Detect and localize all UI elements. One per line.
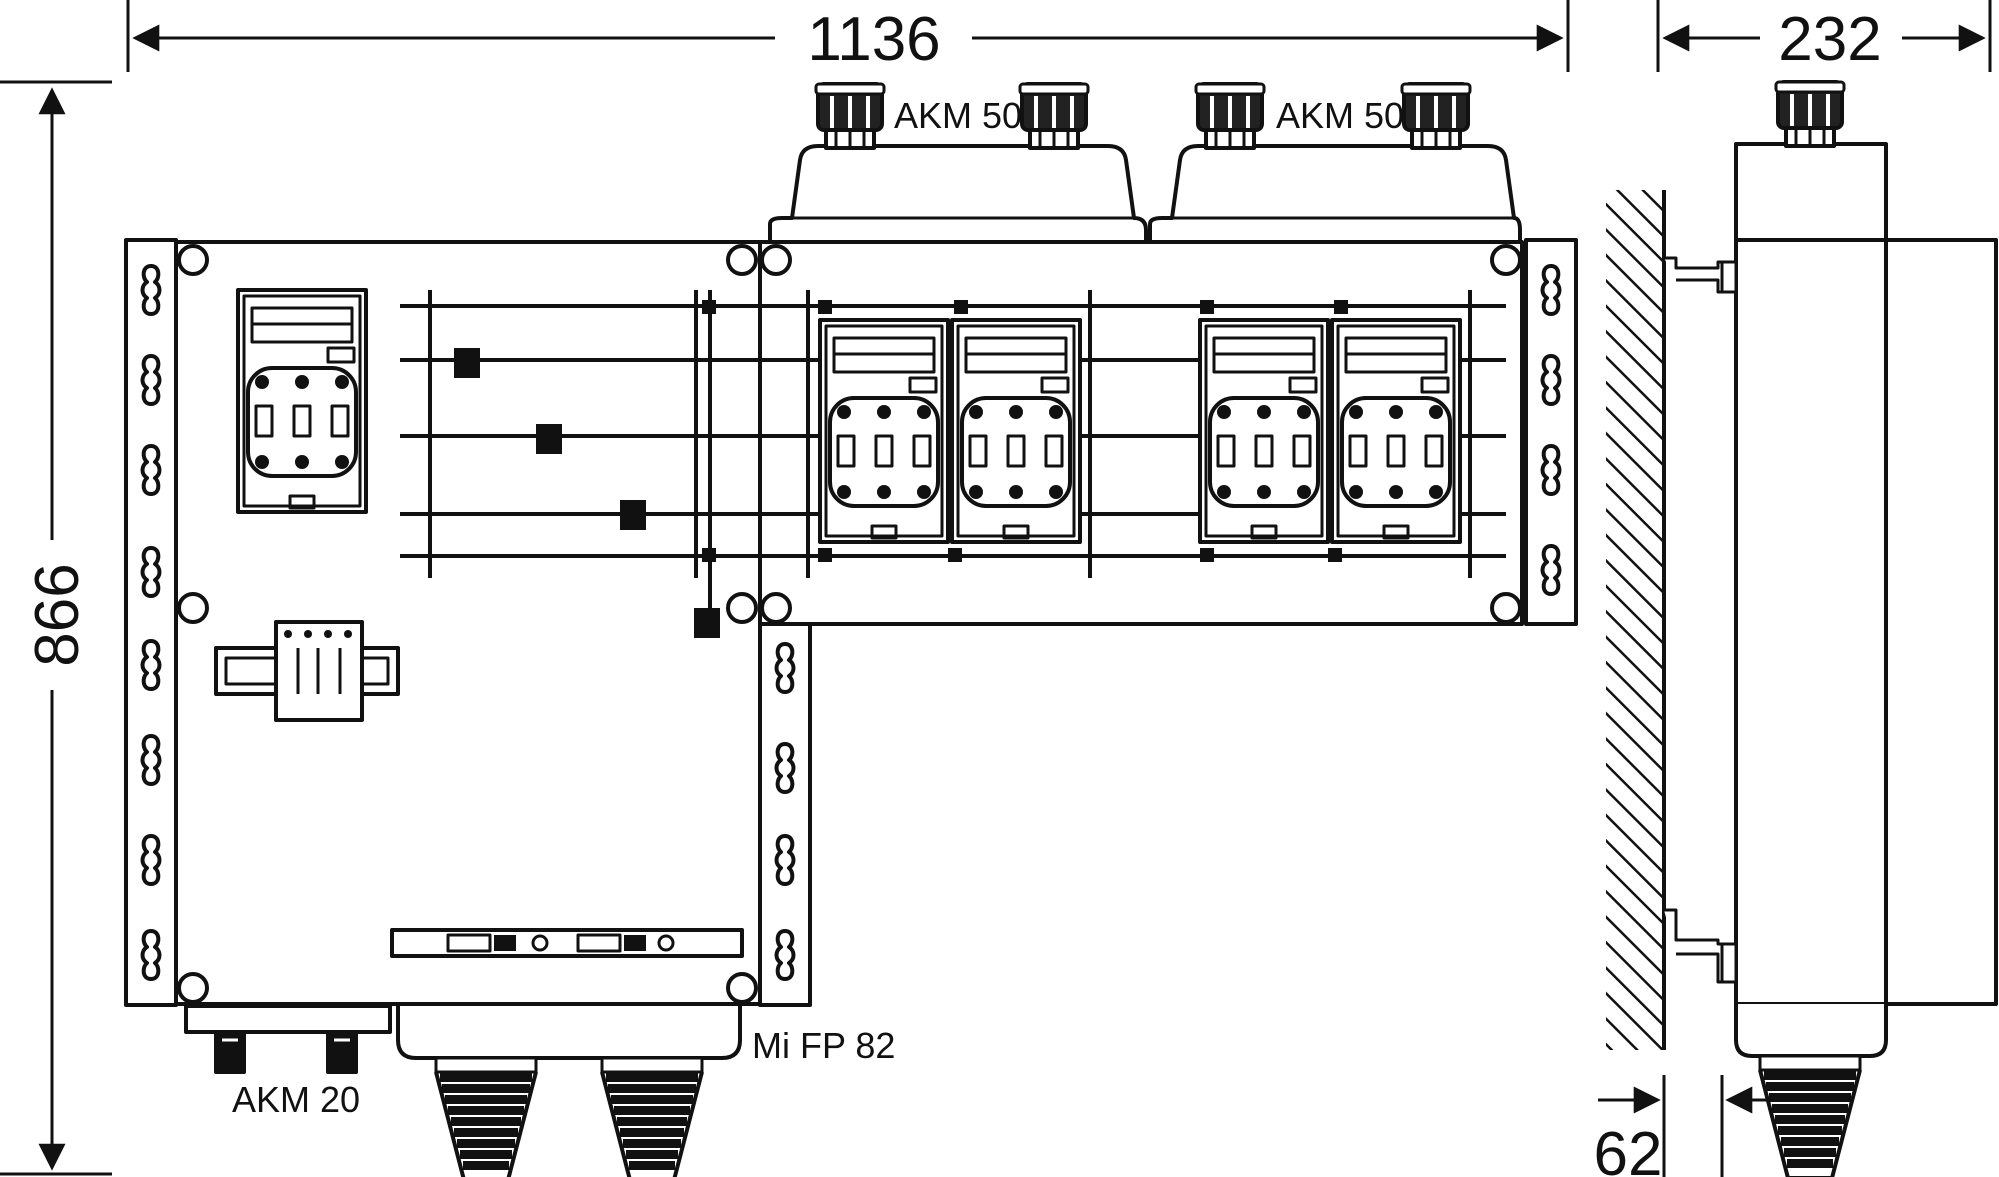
mifp82-label: Mi FP 82	[752, 1025, 895, 1066]
dimension-depth-label: 232	[1778, 5, 1881, 74]
akm50-right-label: AKM 50	[1276, 95, 1404, 136]
dimension-height	[0, 80, 112, 1176]
fuse-switch-3	[1198, 318, 1330, 544]
din-rail-component	[214, 620, 400, 722]
fuse-switch-1	[818, 318, 950, 544]
dimension-wall-offset-label: 62	[1594, 1120, 1663, 1177]
akm50-left-label: AKM 50	[894, 95, 1022, 136]
akm20-gland-housing	[184, 1004, 392, 1074]
terminal-strip	[390, 928, 744, 958]
main-switch-disconnector	[236, 288, 368, 514]
top-gland-housing-right	[1148, 82, 1522, 240]
akm20-label: AKM 20	[232, 1079, 360, 1120]
wall-hatching	[1606, 190, 1666, 1050]
fuse-switch-4	[1330, 318, 1462, 544]
dimension-width	[126, 0, 1570, 72]
mifp82-gland-housing	[396, 1006, 742, 1177]
dimension-width-label: 1136	[807, 5, 940, 74]
top-gland-housing-left	[768, 82, 1148, 240]
side-view-enclosure	[1664, 80, 1998, 1177]
busbar-connectors	[454, 300, 1348, 638]
dimension-depth	[1656, 0, 1992, 72]
dimension-wall-offset	[1598, 1075, 1778, 1177]
fuse-switch-2	[950, 318, 1082, 544]
dimension-height-label: 866	[23, 563, 92, 666]
